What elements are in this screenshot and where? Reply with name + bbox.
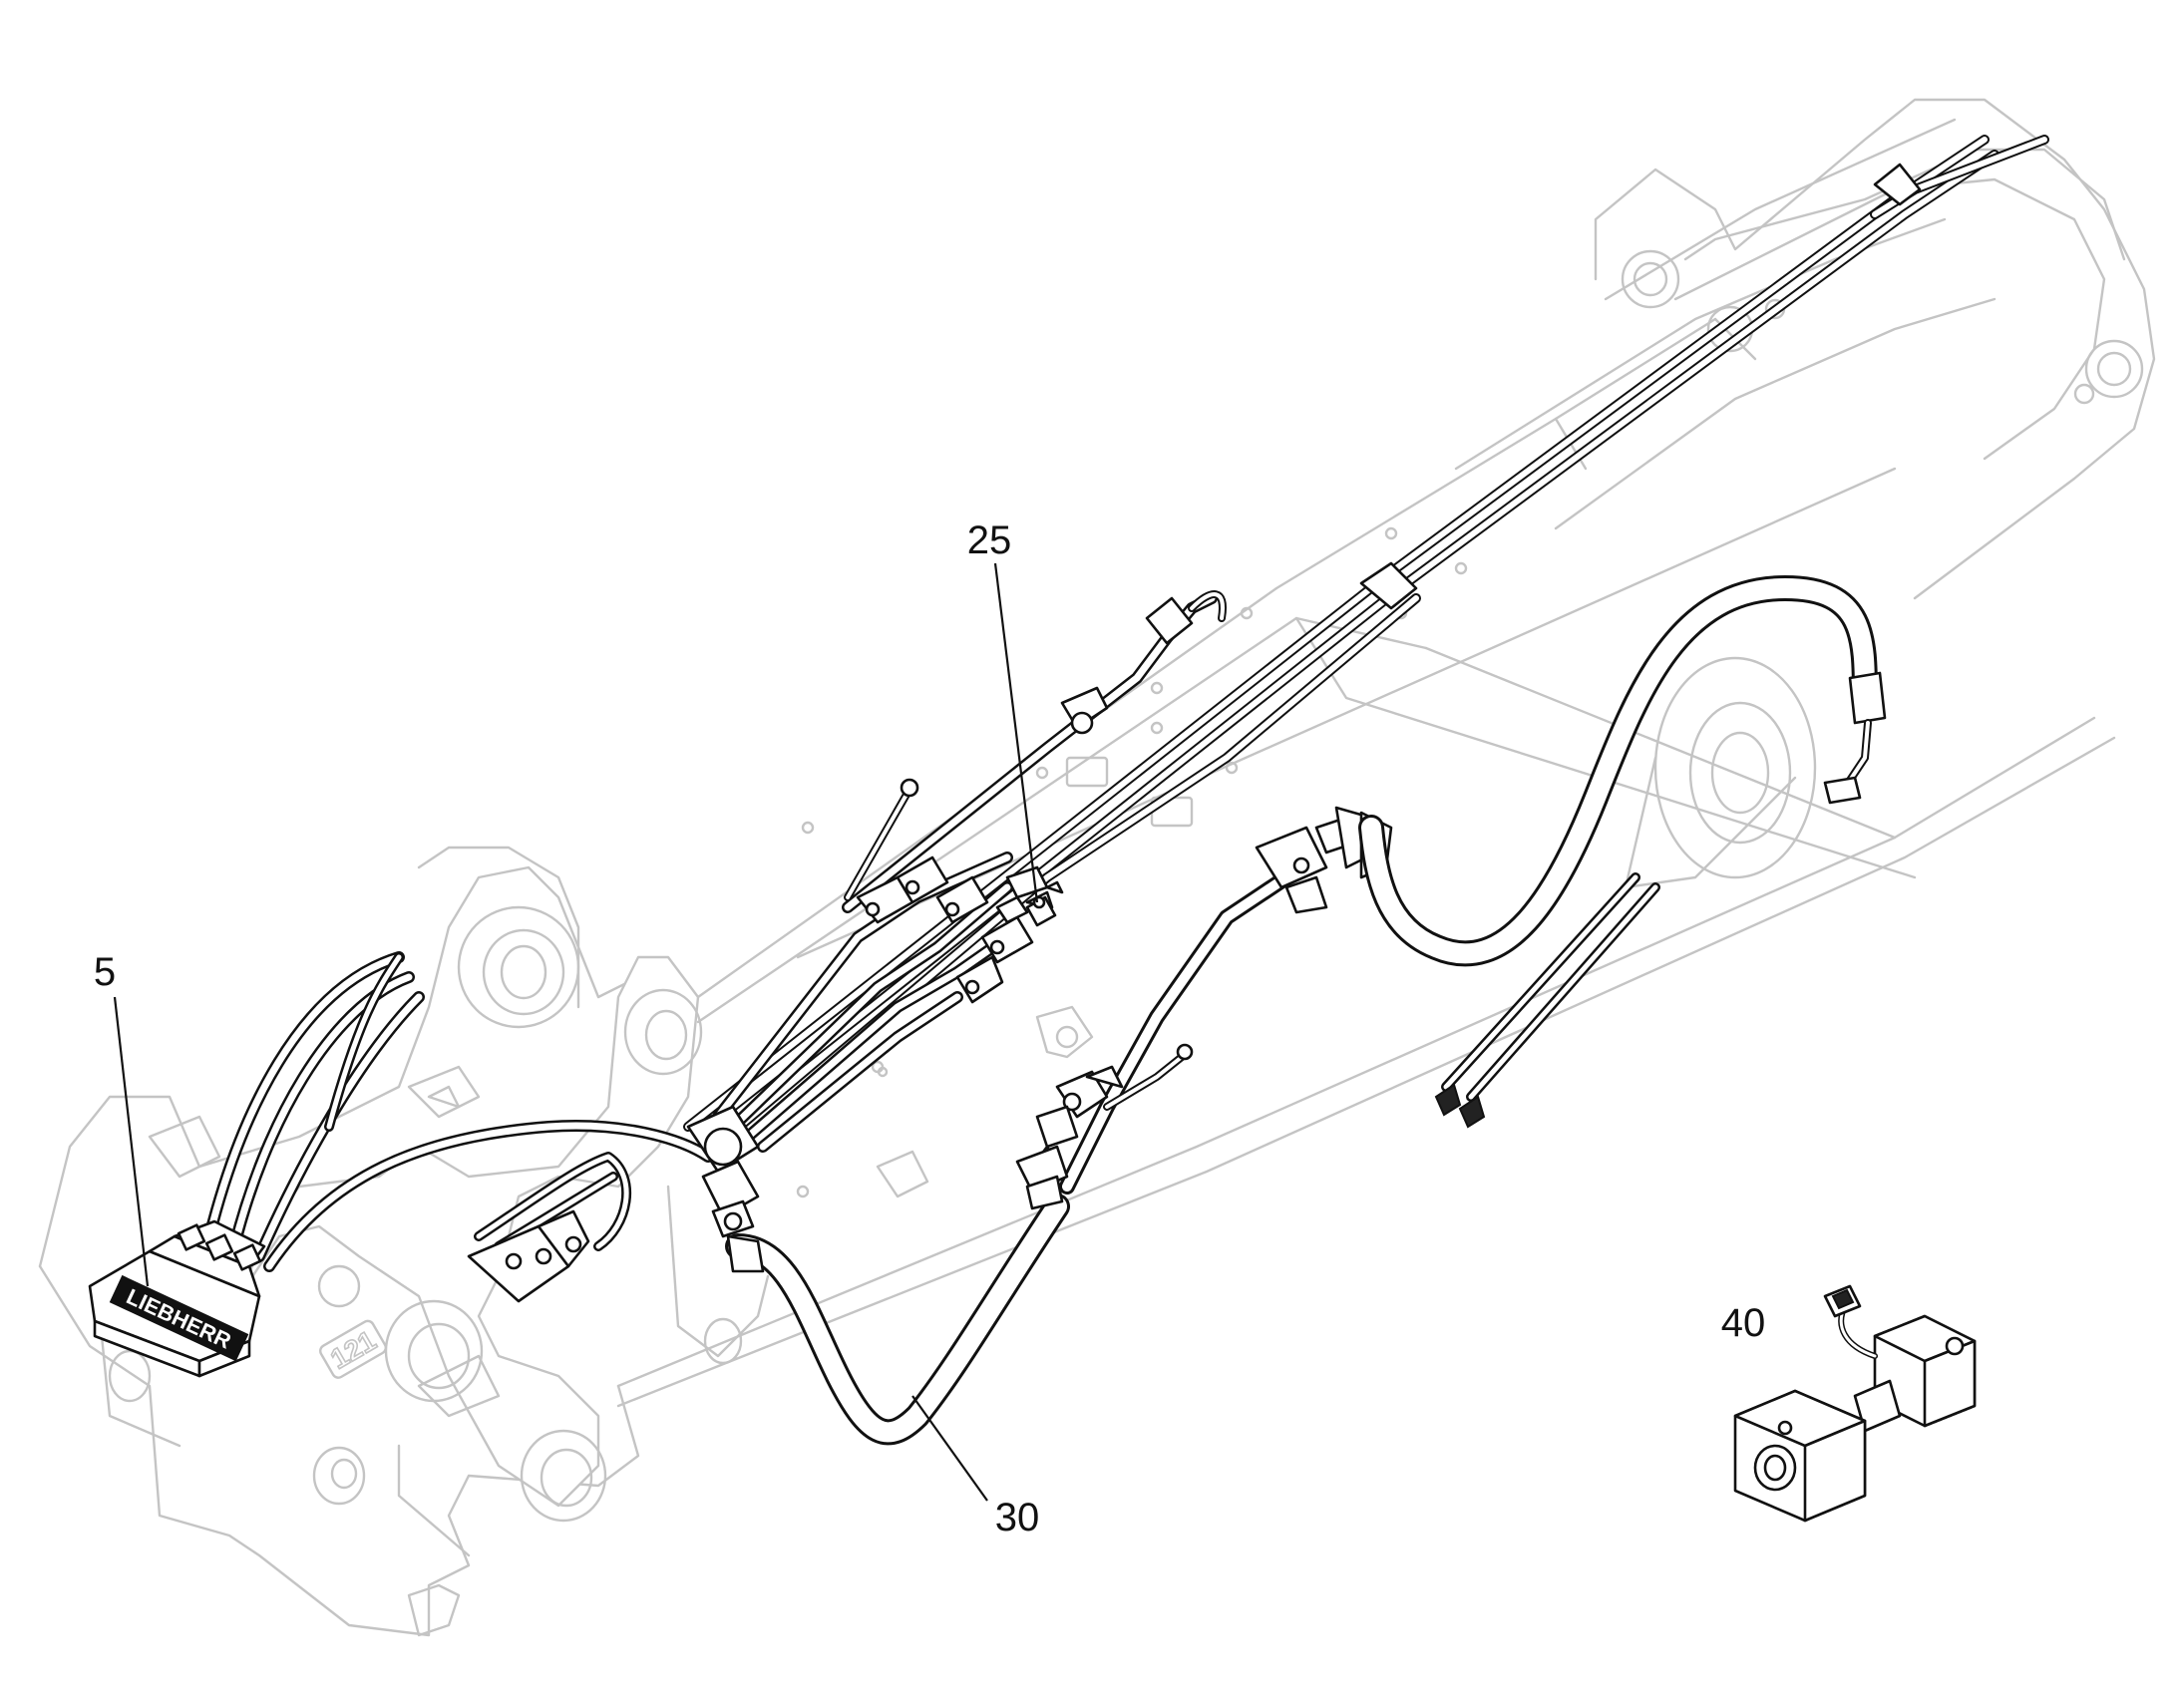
plate-number-text: 121	[325, 1325, 381, 1375]
hydraulic-lines	[203, 135, 2049, 1446]
boom-structure: 121	[38, 98, 2156, 1637]
solenoid-valve	[1733, 1284, 1977, 1523]
swivel-joint	[686, 1105, 760, 1238]
callout-40-label: 40	[1721, 1301, 1766, 1345]
riser-hose	[1015, 869, 1294, 1210]
callout-30-label: 30	[995, 1496, 1040, 1539]
callout-25: 25	[967, 518, 1039, 903]
connector-hoses	[203, 951, 714, 1272]
dangling-lines	[1434, 872, 1660, 1129]
quick-coupler-connector: LIEBHERR	[88, 1219, 266, 1378]
callout-25-label: 25	[967, 518, 1012, 562]
right-loop-hose	[1358, 575, 1887, 967]
hose-30	[725, 1194, 1070, 1446]
callout-40: 40	[1721, 1301, 1766, 1345]
callout-5: 5	[94, 950, 150, 1287]
long-pipe-bundle	[683, 135, 2049, 1152]
callout-30: 30	[911, 1395, 1040, 1539]
fitting-25	[1025, 880, 1064, 927]
plate-number-label: 121	[319, 1319, 387, 1379]
base-hose-loop	[467, 1152, 632, 1303]
callout-5-label: 5	[94, 950, 116, 994]
